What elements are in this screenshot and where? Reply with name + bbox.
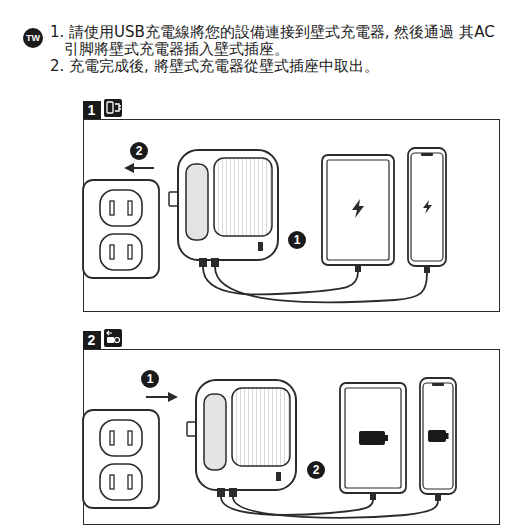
tablet [322,155,394,272]
callout-number: 2 [130,142,148,160]
instruction-text: 1. 請使用USB充電線將您的設備連接到壁式充電器, 然後通過 其AC引脚將壁式… [50,24,496,58]
step-number: 2 [83,331,101,349]
step-number: 1 [83,101,101,119]
plug-in-arrow [146,396,176,398]
wall-outlet [83,410,159,508]
callout-number: 1 [141,370,159,388]
step-icon [104,329,122,347]
tablet [340,383,406,500]
step-icon [104,99,122,117]
wall-charger [187,380,296,497]
phone [408,148,446,273]
instruction-text: 2. 充電完成後, 將壁式充電器從壁式插座中取出。 [50,58,496,75]
unplug-arrow [126,167,154,169]
callout-number: 1 [288,231,306,249]
language-badge: TW [23,28,43,48]
wall-outlet [83,180,159,278]
charging-cable [203,267,427,302]
wall-charger [169,150,278,267]
charging-cable [221,497,438,518]
phone [420,378,456,501]
callout-number: 2 [307,461,325,479]
